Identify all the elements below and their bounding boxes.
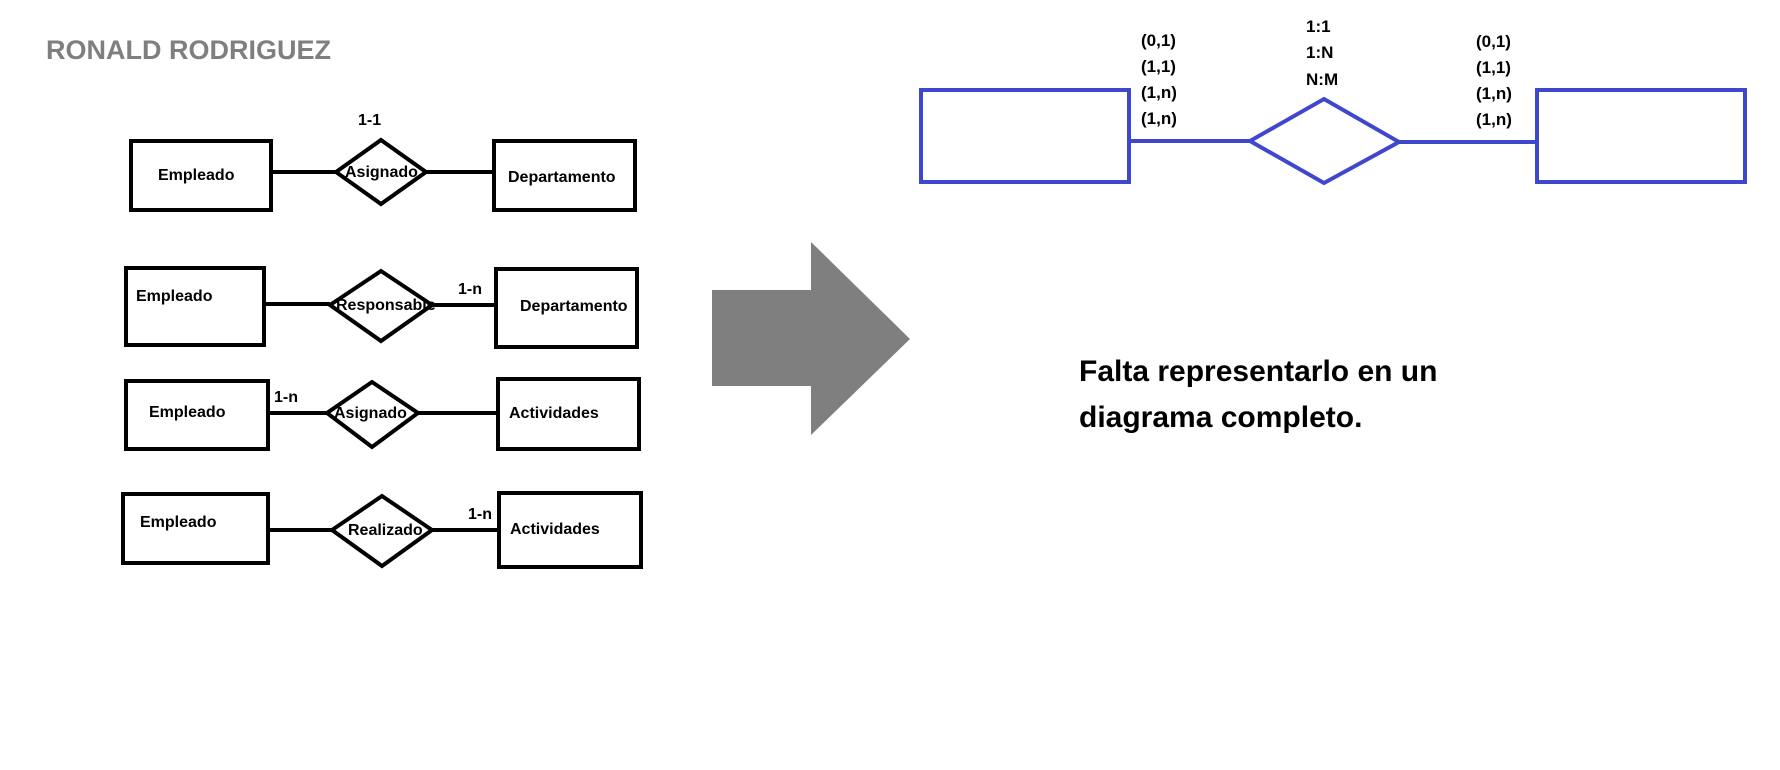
diagram-3-left-entity-box [124,379,270,451]
template-right-participation-item: (0,1) [1476,32,1511,51]
diagram-3-left-entity-label: Empleado [149,404,226,421]
template-left-participation-item: (0,1) [1141,31,1176,50]
template-relationship-types: 1:1 1:N N:M [1306,17,1338,89]
template-relationship-type: 1:1 [1306,17,1331,36]
diagram-2-relationship-diamond [326,268,436,344]
template-right-entity-box [1535,88,1747,184]
right-arrow-icon [712,242,910,435]
template-relationship-type: 1:N [1306,43,1333,62]
note-line-2: diagrama completo. [1079,401,1362,434]
template-right-participation-item: (1,1) [1476,58,1511,77]
template-left-participation-item: (1,1) [1141,57,1176,76]
diagram-1-right-entity-box [492,139,637,212]
note: Falta representarlo en un diagrama compl… [1079,355,1437,434]
diagram-1-right-entity-label: Departamento [508,169,616,186]
template-left-participation-item: (1,n) [1141,83,1177,102]
er-diagram-2: Empleado Responsable 1-n Departamento [124,266,639,349]
diagram-3-right-entity-label: Actividades [509,405,599,422]
diagram-4-right-entity-box [497,491,643,569]
diagram-3-relationship-diamond [323,379,422,450]
diagram-4-relationship-label: Realizado [348,522,423,539]
note-line-1: Falta representarlo en un [1079,355,1437,388]
diagram-3-relationship-label: Asignado [334,405,407,422]
diagram-1-left-entity-label: Empleado [158,167,235,184]
diagram-1-relationship-label: Asignado [345,164,418,181]
diagram-3-right-entity-box [496,377,641,451]
diagram-4-cardinality: 1-n [468,506,492,523]
diagram-4-relationship-diamond [328,493,436,569]
diagram-2-left-entity-label: Empleado [136,288,213,305]
template-relationship-diamond [1245,96,1404,186]
diagram-1-relationship-diamond [332,137,430,207]
diagram-4-left-entity-box [121,492,270,565]
er-diagram-4: Empleado Realizado 1-n Actividades [121,491,643,569]
author-name: RONALD RODRIGUEZ [46,35,331,65]
template-left-participation-item: (1,n) [1141,109,1177,128]
template-left-participation: (0,1) (1,1) (1,n) (1,n) [1141,31,1177,128]
diagram-2-right-entity-box [494,267,639,349]
diagram-1-top-label: 1-1 [358,112,381,129]
er-diagram-1: 1-1 Empleado Asignado Departamento [129,112,637,212]
template-diagram: (0,1) (1,1) (1,n) (1,n) 1:1 1:N N:M (0,1… [919,17,1747,186]
template-right-participation-item: (1,n) [1476,110,1512,129]
diagram-2-left-entity-box [124,266,266,347]
template-right-participation: (0,1) (1,1) (1,n) (1,n) [1476,32,1512,129]
diagram-2-cardinality: 1-n [458,281,482,298]
er-diagram-3: Empleado 1-n Asignado Actividades [124,377,641,451]
diagram-4-left-entity-label: Empleado [140,514,217,531]
diagram-2-relationship-label: Responsable [336,297,436,314]
diagram-3-cardinality: 1-n [274,389,298,406]
diagram-2-right-entity-label: Departamento [520,298,628,315]
template-relationship-type: N:M [1306,70,1338,89]
template-left-entity-box [919,88,1131,184]
diagram-1-left-entity-box [129,139,273,212]
template-right-participation-item: (1,n) [1476,84,1512,103]
diagram-4-right-entity-label: Actividades [510,521,600,538]
